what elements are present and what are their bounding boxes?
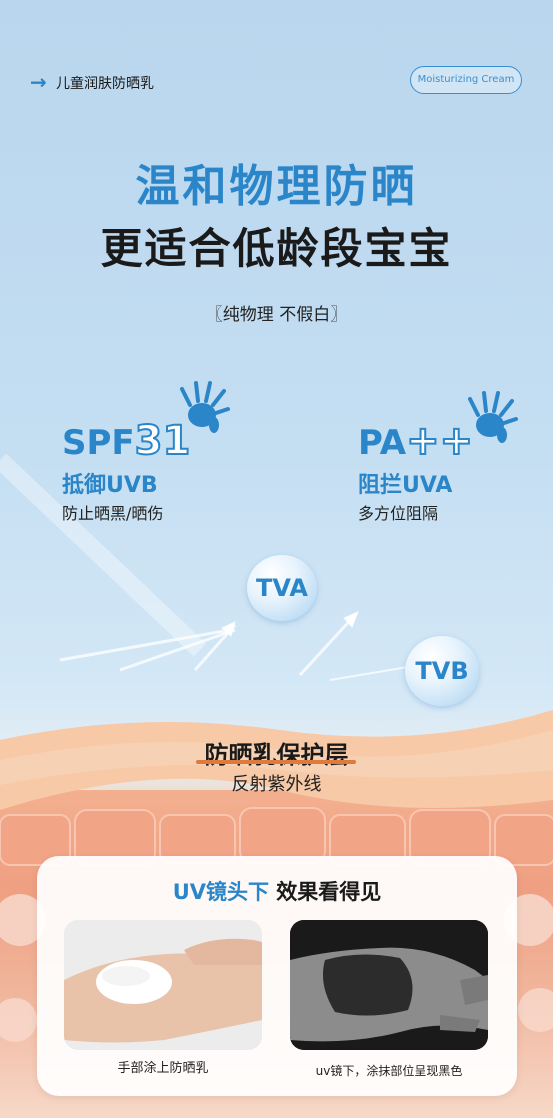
hand-with-sunscreen-photo — [64, 920, 262, 1050]
title-underline — [196, 760, 356, 764]
spf-desc: 防止晒黑/晒伤 — [62, 504, 164, 523]
tvb-bubble: TVB — [405, 636, 479, 706]
hand-icon — [468, 391, 518, 443]
pa-label: PA++ — [358, 417, 474, 465]
protection-layer-title: 防晒乳保护层 — [204, 741, 349, 769]
moisturizing-badge: Moisturizing Cream — [410, 66, 522, 94]
uv-card-title: UV镜头下 效果看得见 — [37, 876, 517, 906]
pa-sub: 阻拦UVA — [358, 473, 453, 498]
pa-text: PA — [358, 423, 407, 463]
pa-value: ++ — [405, 417, 474, 465]
tva-bubble: TVA — [247, 555, 317, 621]
tagline: 〖纯物理 不假白〗 — [205, 305, 348, 325]
right-caption: uv镜下，涂抹部位呈现黑色 — [315, 1064, 463, 1078]
arrow-right-icon: → — [30, 70, 47, 94]
hand-icon — [180, 381, 230, 433]
spf-text: SPF — [62, 423, 135, 463]
product-name: 儿童润肤防晒乳 — [56, 76, 154, 92]
hero-subtitle: 更适合低龄段宝宝 — [100, 224, 453, 273]
hero-title: 温和物理防晒 — [135, 161, 418, 212]
spf-value: 31 — [134, 417, 192, 465]
uv-camera-photo — [290, 920, 488, 1050]
protection-layer-subtitle: 反射紫外线 — [231, 774, 322, 795]
light-rays — [0, 453, 421, 681]
uv-card-title-black: 效果看得见 — [269, 880, 382, 904]
spf-sub: 抵御UVB — [62, 473, 158, 498]
left-caption: 手部涂上防晒乳 — [117, 1061, 209, 1076]
pa-desc: 多方位阻隔 — [358, 504, 439, 523]
spf-label: SPF31 — [62, 417, 192, 465]
uv-card-title-blue: UV镜头下 — [172, 880, 269, 904]
